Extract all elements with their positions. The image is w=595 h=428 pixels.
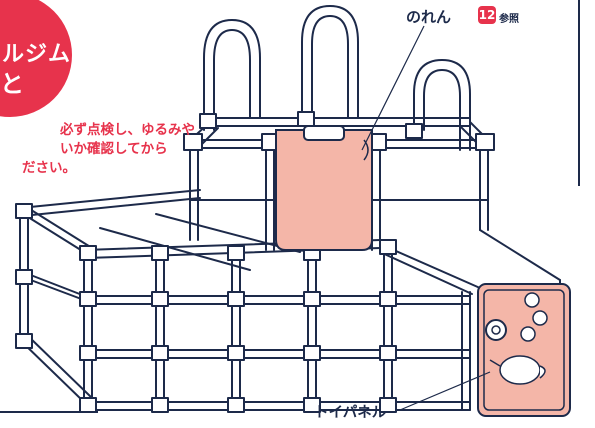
noren-reference-number: 12 [478,6,496,24]
badge-title-line1: ルジム [2,42,72,67]
knob-icon [485,319,507,341]
notice-line1: 必ず点検し、ゆるみや [60,122,195,138]
teapot-icon [489,355,546,385]
title-badge [0,0,72,117]
notice-line3: ださい。 [22,160,76,176]
noren-reference-text: 参照 [499,14,519,25]
noren-curtain [275,125,373,251]
toy-panel-leader-line [399,371,491,411]
toy-panel-label: トイパネル [314,405,387,421]
noren-label: のれん [406,8,452,26]
badge-title-line2: と [0,70,24,98]
frame-joints [15,111,495,413]
arches [203,5,471,151]
notice-line2: いか確認してから [60,141,168,157]
toy-panel [477,283,571,417]
noren-leader-line [361,25,425,151]
gear-icon [520,292,548,342]
